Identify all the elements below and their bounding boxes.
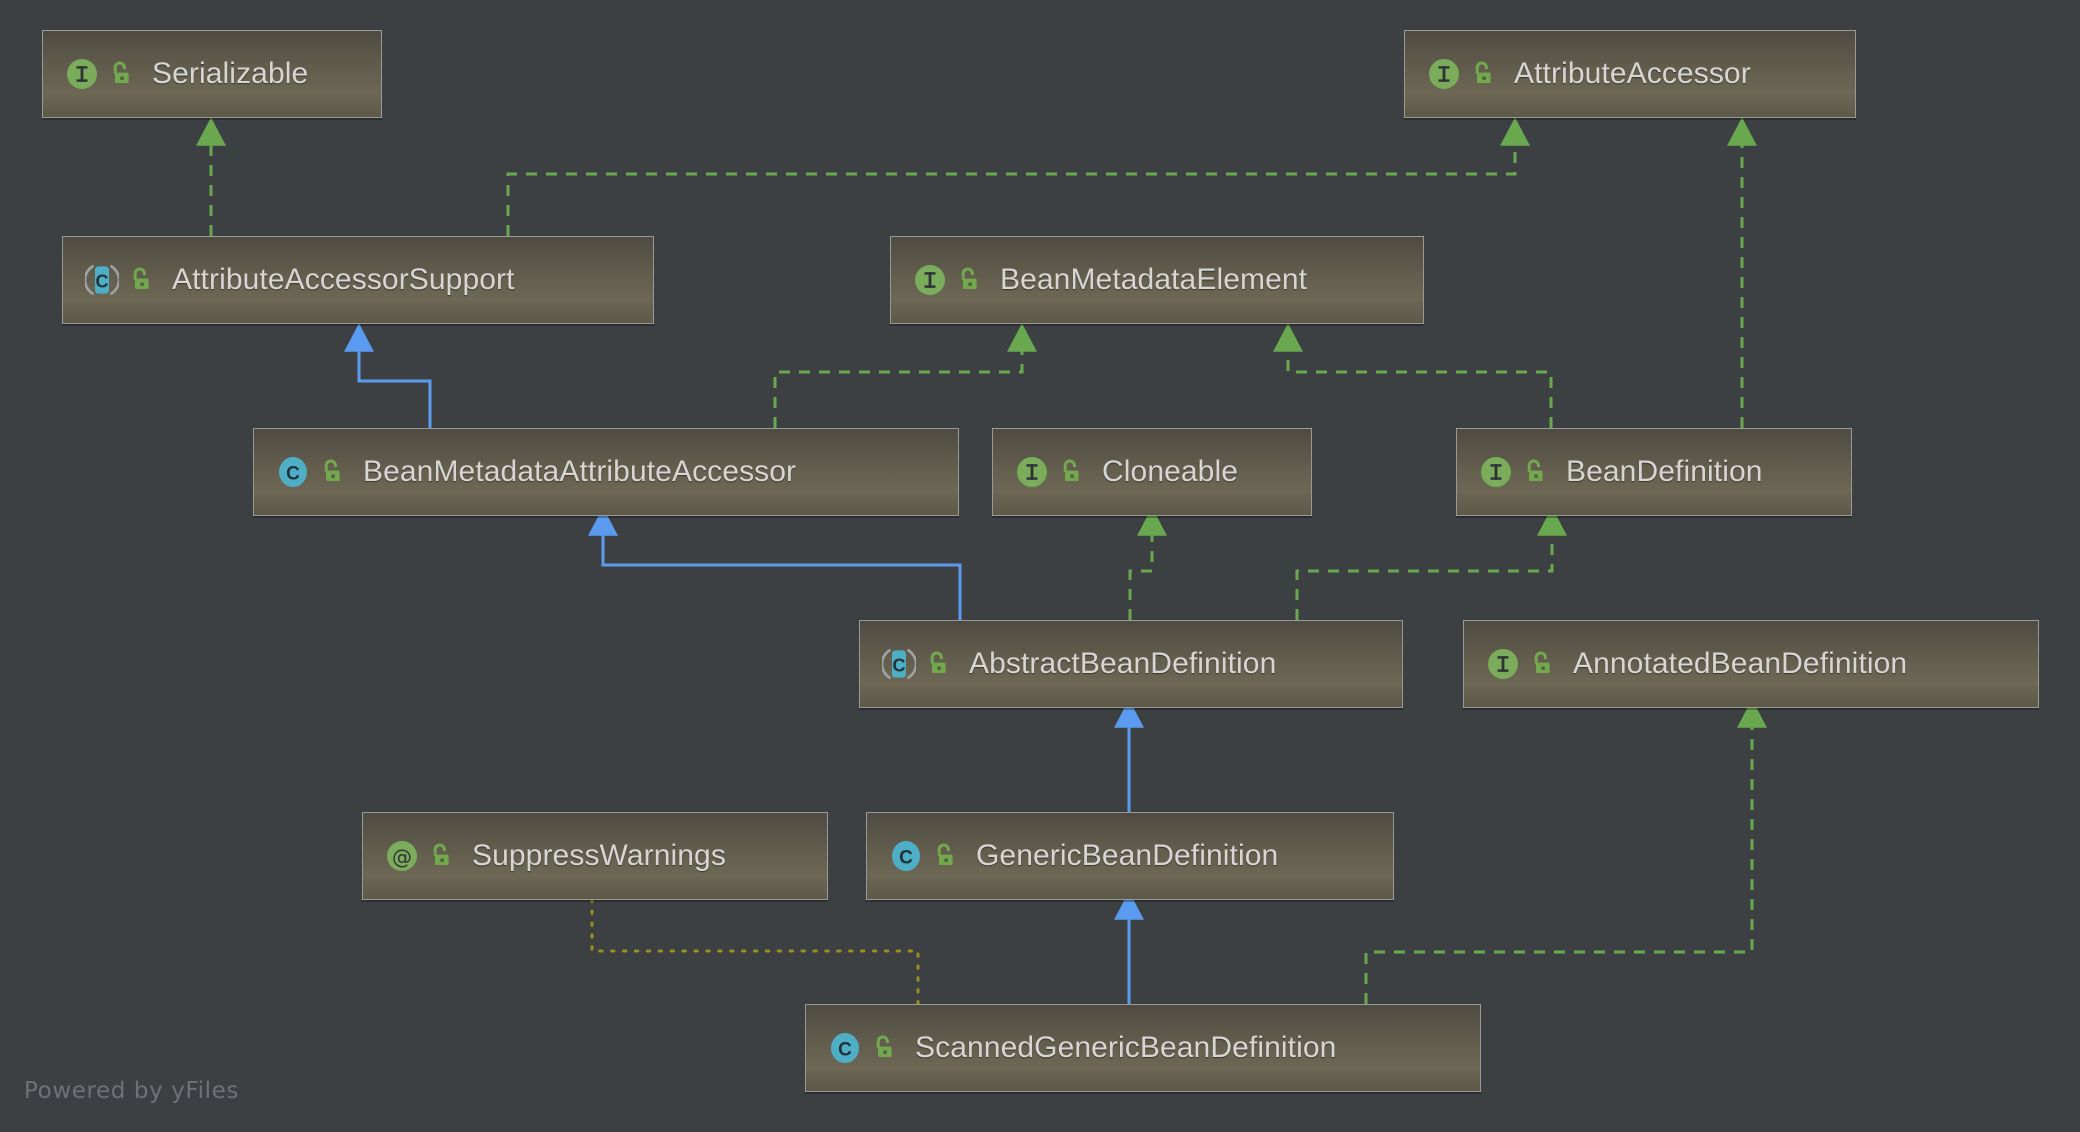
svg-text:@: @ [392, 845, 412, 869]
unlock-icon [937, 843, 953, 865]
interface-icon [1017, 457, 1047, 487]
node-icon-group [913, 263, 982, 297]
svg-text:C: C [838, 1040, 852, 1061]
uml-node-abstractBeanDefinition[interactable]: C AbstractBeanDefinition [859, 620, 1403, 708]
uml-node-label: AttributeAccessor [1514, 57, 1751, 90]
interface-icon [915, 265, 945, 295]
uml-node-label: GenericBeanDefinition [976, 839, 1279, 872]
svg-text:C: C [893, 655, 906, 675]
node-icon-group: C [276, 455, 345, 489]
node-icon-group: C [85, 263, 154, 297]
node-icon-group [65, 57, 134, 91]
unlock-icon [113, 61, 129, 83]
uml-node-attributeAccessor[interactable]: AttributeAccessor [1404, 30, 1856, 118]
uml-node-cloneable[interactable]: Cloneable [992, 428, 1312, 516]
node-icon-group: @ [385, 839, 454, 873]
unlock-icon [1063, 459, 1079, 481]
unlock-icon [1475, 61, 1491, 83]
edge-implements-scannedGenericBeanDefinition-to-annotatedBeanDefinition [1364, 699, 1767, 1004]
node-icon-group: C [882, 647, 951, 681]
edge-extends-beanMetadataAttributeAccessor-to-attributeAccessorSupport [344, 323, 432, 428]
abstract-class-icon: C [85, 265, 119, 295]
uml-node-attributeAccessorSupport[interactable]: C AttributeAccessorSupport [62, 236, 654, 324]
uml-node-beanDefinition[interactable]: BeanDefinition [1456, 428, 1852, 516]
interface-icon [1429, 59, 1459, 89]
uml-node-label: BeanMetadataAttributeAccessor [363, 455, 797, 488]
interface-icon [67, 59, 97, 89]
uml-node-label: SuppressWarnings [472, 839, 726, 872]
uml-node-label: BeanMetadataElement [1000, 263, 1308, 296]
class-icon: C [892, 841, 920, 871]
edge-implements-beanMetadataAttributeAccessor-to-beanMetadataElement [773, 323, 1037, 428]
uml-node-label: AnnotatedBeanDefinition [1573, 647, 1908, 680]
annotation-icon: @ [387, 841, 417, 871]
yfiles-watermark: Powered by yFiles [24, 1078, 239, 1104]
edge-implements-abstractBeanDefinition-to-cloneable [1128, 507, 1167, 620]
node-icon-group [1015, 455, 1084, 489]
unlock-icon [1534, 651, 1550, 673]
uml-node-label: Cloneable [1102, 455, 1239, 488]
uml-node-label: AttributeAccessorSupport [172, 263, 515, 296]
uml-node-genericBeanDefinition[interactable]: C GenericBeanDefinition [866, 812, 1394, 900]
unlock-icon [961, 267, 977, 289]
uml-node-suppressWarnings[interactable]: @ SuppressWarnings [362, 812, 828, 900]
unlock-icon [930, 651, 946, 673]
unlock-icon [876, 1035, 892, 1057]
unlock-icon [324, 459, 340, 481]
svg-text:C: C [96, 271, 109, 291]
class-icon: C [279, 457, 307, 487]
svg-text:C: C [899, 848, 913, 869]
uml-node-beanMetadataAttributeAccessor[interactable]: C BeanMetadataAttributeAccessor [253, 428, 959, 516]
interface-icon [1488, 649, 1518, 679]
edge-implements-attributeAccessorSupport-to-attributeAccessor [506, 117, 1530, 236]
node-icon-group [1427, 57, 1496, 91]
uml-node-serializable[interactable]: Serializable [42, 30, 382, 118]
uml-node-label: ScannedGenericBeanDefinition [915, 1031, 1337, 1064]
uml-node-label: BeanDefinition [1566, 455, 1763, 488]
unlock-icon [433, 843, 449, 865]
edge-implements-abstractBeanDefinition-to-beanDefinition [1295, 507, 1567, 620]
unlock-icon [1527, 459, 1543, 481]
uml-node-label: AbstractBeanDefinition [969, 647, 1277, 680]
uml-node-label: Serializable [152, 57, 309, 90]
edge-implements-beanDefinition-to-beanMetadataElement [1273, 323, 1553, 428]
edge-extends-abstractBeanDefinition-to-beanMetadataAttributeAccessor [588, 507, 962, 620]
svg-text:C: C [286, 464, 300, 485]
class-icon: C [831, 1033, 859, 1063]
node-icon-group [1479, 455, 1548, 489]
unlock-icon [133, 267, 149, 289]
interface-icon [1481, 457, 1511, 487]
node-icon-group: C [889, 839, 958, 873]
uml-node-scannedGenericBeanDefinition[interactable]: C ScannedGenericBeanDefinition [805, 1004, 1481, 1092]
uml-node-annotatedBeanDefinition[interactable]: AnnotatedBeanDefinition [1463, 620, 2039, 708]
uml-node-beanMetadataElement[interactable]: BeanMetadataElement [890, 236, 1424, 324]
node-icon-group [1486, 647, 1555, 681]
abstract-class-icon: C [882, 649, 916, 679]
edge-annotation-scannedGenericBeanDefinition-to-suppressWarnings [590, 898, 920, 1006]
node-icon-group: C [828, 1031, 897, 1065]
